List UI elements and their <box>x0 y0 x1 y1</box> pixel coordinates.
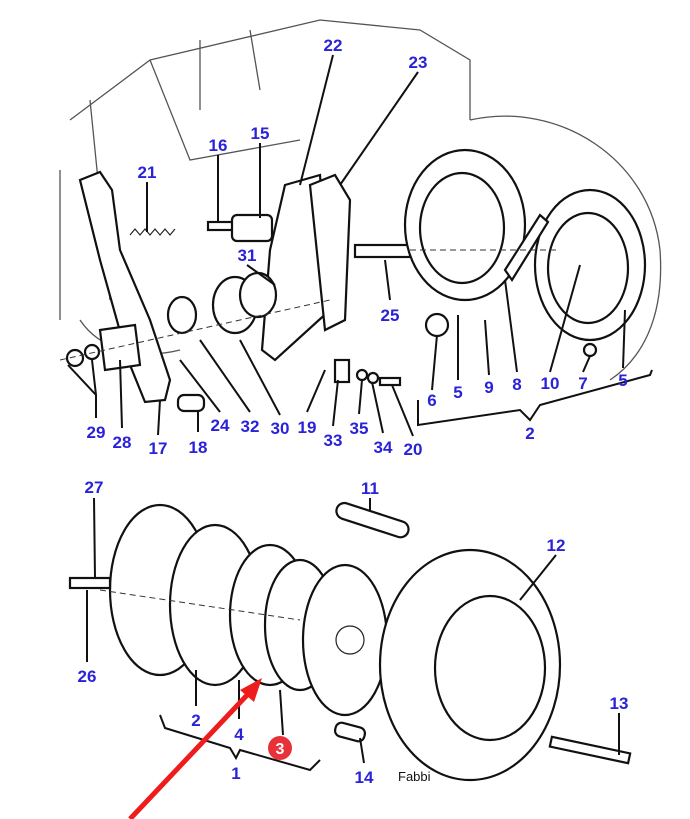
clip-33 <box>333 358 351 384</box>
callout-35: 35 <box>350 419 369 438</box>
callout-24: 24 <box>211 416 230 435</box>
link-8 <box>503 213 550 282</box>
cylinder-15 <box>230 213 274 243</box>
callout-11: 11 <box>361 479 379 498</box>
callout-9: 9 <box>484 378 493 397</box>
callout-10: 10 <box>541 374 560 393</box>
washer-35 <box>355 368 369 382</box>
callout-33: 33 <box>324 431 343 450</box>
callout-20: 20 <box>404 440 423 459</box>
callout-28: 28 <box>113 433 132 452</box>
callout-34: 34 <box>374 438 393 457</box>
callout-18: 18 <box>189 438 208 457</box>
callout-2b: 2 <box>191 711 200 730</box>
callout-2: 2 <box>525 424 534 443</box>
bolt-20 <box>378 376 402 387</box>
callout-5: 5 <box>453 383 462 402</box>
callout-25: 25 <box>381 306 400 325</box>
bolt-26 <box>68 576 112 590</box>
callout-30: 30 <box>271 419 290 438</box>
callout-6: 6 <box>427 391 436 410</box>
callout-26: 26 <box>78 667 97 686</box>
washer-34 <box>366 371 380 385</box>
pushrod-25 <box>353 243 412 259</box>
callout-32: 32 <box>241 417 260 436</box>
washer-29 <box>65 348 85 368</box>
callout-5b: 5 <box>618 371 627 390</box>
nut-29 <box>83 343 101 361</box>
bolt-13 <box>548 735 632 765</box>
pin-18 <box>176 393 206 413</box>
callout-19: 19 <box>298 418 317 437</box>
callout-12: 12 <box>547 536 566 555</box>
callout-labels: 22 23 15 16 21 31 25 6 5 9 8 10 7 5 2 29… <box>78 36 629 787</box>
callout-7: 7 <box>578 374 587 393</box>
highlight-arrow <box>128 678 262 819</box>
callout-15: 15 <box>251 124 270 143</box>
pin-14 <box>333 721 367 743</box>
brake-drum-12 <box>378 548 562 782</box>
leader-lines <box>67 54 653 772</box>
ball-6 <box>424 312 450 338</box>
gasket-23 <box>308 173 352 332</box>
callout-14: 14 <box>355 768 374 787</box>
highlighted-callout-3: 3 <box>268 736 292 760</box>
callout-1: 1 <box>231 764 240 783</box>
nut-7 <box>582 342 598 358</box>
callout-27: 27 <box>85 478 104 497</box>
callout-16: 16 <box>209 136 228 155</box>
callout-29: 29 <box>87 423 106 442</box>
callout-17: 17 <box>149 439 168 458</box>
brake-housing-5b <box>533 188 647 342</box>
svg-text:3: 3 <box>276 741 285 758</box>
callout-31: 31 <box>238 246 257 265</box>
spring-21 <box>129 228 176 236</box>
brake-disc-assembly <box>108 503 389 717</box>
callout-4: 4 <box>234 725 244 744</box>
watermark-logo: Fabbi <box>398 769 431 784</box>
callout-23: 23 <box>409 53 428 72</box>
callout-22: 22 <box>324 36 343 55</box>
callout-13: 13 <box>610 694 629 713</box>
callout-21: 21 <box>138 163 157 182</box>
pin-11 <box>335 501 410 539</box>
brake-lever-arm <box>78 170 172 404</box>
brake-housing-5a <box>403 148 527 302</box>
callout-8: 8 <box>512 375 521 394</box>
